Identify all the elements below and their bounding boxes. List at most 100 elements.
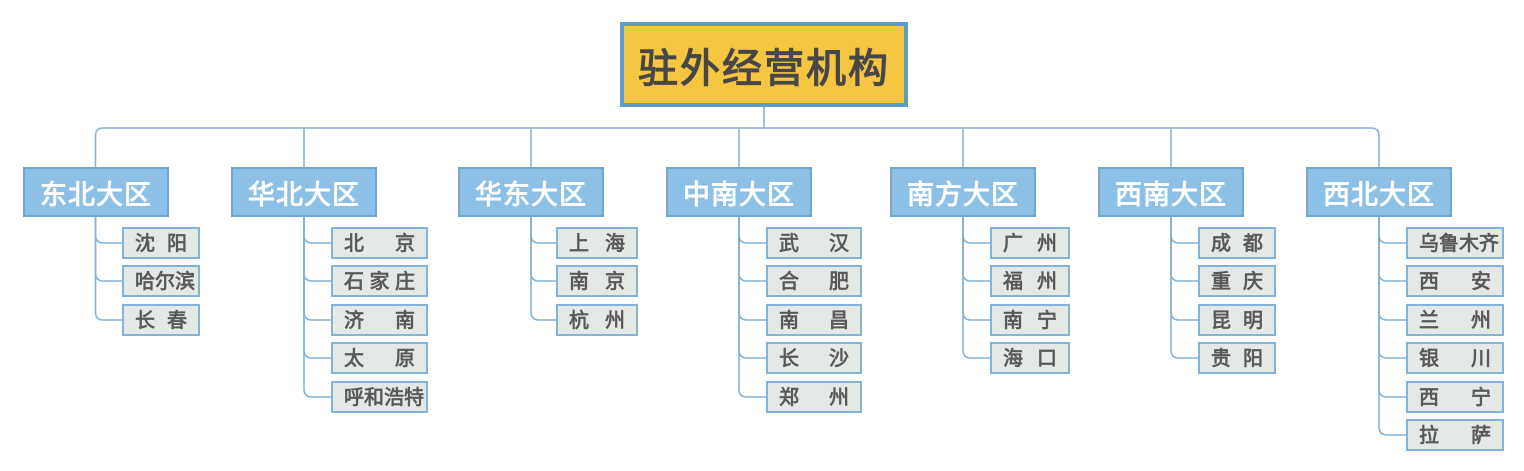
- city-node[interactable]: 合肥: [766, 265, 862, 297]
- city-char: 阳: [1243, 346, 1263, 370]
- city-char: 兰: [1419, 308, 1439, 332]
- city-char: 州: [605, 308, 625, 332]
- city-char: 口: [1037, 346, 1057, 370]
- city-char: 合: [779, 269, 799, 293]
- city-char: 尔: [155, 269, 175, 293]
- city-char: 州: [1471, 308, 1491, 332]
- city-char: 贵: [1211, 346, 1231, 370]
- city-node[interactable]: 海口: [990, 342, 1070, 374]
- city-char: 春: [167, 308, 187, 332]
- city-node[interactable]: 太原: [331, 342, 428, 374]
- connector-line: [738, 217, 766, 321]
- connector-line: [303, 217, 331, 359]
- connector-line: [738, 217, 766, 282]
- connector-line: [1378, 217, 1406, 398]
- connector-line: [303, 217, 331, 398]
- city-char: 北: [344, 231, 364, 255]
- city-node[interactable]: 北京: [331, 227, 428, 259]
- region-node[interactable]: 南方大区: [890, 167, 1036, 217]
- city-node[interactable]: 武汉: [766, 227, 862, 259]
- city-char: 沙: [829, 346, 849, 370]
- connector-line: [962, 217, 990, 359]
- city-char: 浩: [384, 385, 404, 409]
- city-char: 滨: [175, 269, 195, 293]
- city-node[interactable]: 哈尔滨: [122, 265, 200, 297]
- city-node[interactable]: 石家庄: [331, 265, 428, 297]
- city-node[interactable]: 重庆: [1198, 265, 1276, 297]
- connector-line: [1378, 217, 1406, 359]
- region-node[interactable]: 华北大区: [231, 167, 377, 217]
- city-char: 木: [1459, 231, 1479, 255]
- root-node[interactable]: 驻外经营机构: [620, 22, 908, 107]
- city-node[interactable]: 西宁: [1406, 381, 1504, 413]
- city-node[interactable]: 上海: [556, 227, 638, 259]
- city-char: 汉: [829, 231, 849, 255]
- city-char: 南: [1003, 308, 1023, 332]
- city-char: 和: [364, 385, 384, 409]
- city-char: 京: [395, 231, 415, 255]
- city-char: 鲁: [1439, 231, 1459, 255]
- region-node[interactable]: 东北大区: [23, 167, 169, 217]
- city-char: 南: [779, 308, 799, 332]
- city-node[interactable]: 南昌: [766, 304, 862, 336]
- city-node[interactable]: 长春: [122, 304, 200, 336]
- city-char: 杭: [569, 308, 589, 332]
- city-node[interactable]: 呼和浩特: [331, 381, 428, 413]
- region-node[interactable]: 华东大区: [458, 167, 604, 217]
- connector-line: [1378, 217, 1406, 436]
- city-char: 银: [1419, 346, 1439, 370]
- city-node[interactable]: 拉萨: [1406, 419, 1504, 451]
- city-char: 州: [829, 385, 849, 409]
- connector-line: [738, 217, 766, 359]
- region-node[interactable]: 中南大区: [666, 167, 812, 217]
- city-char: 郑: [779, 385, 799, 409]
- city-node[interactable]: 长沙: [766, 342, 862, 374]
- city-node[interactable]: 福州: [990, 265, 1070, 297]
- city-char: 广: [1003, 231, 1023, 255]
- city-node[interactable]: 昆明: [1198, 304, 1276, 336]
- city-node[interactable]: 西安: [1406, 265, 1504, 297]
- city-char: 原: [395, 346, 415, 370]
- city-node[interactable]: 银川: [1406, 342, 1504, 374]
- city-char: 庆: [1243, 269, 1263, 293]
- city-node[interactable]: 南宁: [990, 304, 1070, 336]
- city-char: 昌: [829, 308, 849, 332]
- city-char: 上: [569, 231, 589, 255]
- connector-line: [1170, 217, 1198, 244]
- city-char: 家: [369, 269, 390, 293]
- city-node[interactable]: 郑州: [766, 381, 862, 413]
- connector-line: [962, 217, 990, 244]
- city-char: 州: [1037, 231, 1057, 255]
- connector-line: [303, 217, 331, 282]
- region-node[interactable]: 西北大区: [1306, 167, 1452, 217]
- connector-line: [530, 217, 556, 321]
- connector-line: [738, 217, 766, 244]
- city-node[interactable]: 乌鲁木齐: [1406, 227, 1504, 259]
- city-char: 肥: [829, 269, 849, 293]
- connector-line: [962, 217, 990, 282]
- city-node[interactable]: 贵阳: [1198, 342, 1276, 374]
- region-node[interactable]: 西南大区: [1098, 167, 1244, 217]
- city-char: 南: [395, 308, 415, 332]
- city-node[interactable]: 广州: [990, 227, 1070, 259]
- city-node[interactable]: 济南: [331, 304, 428, 336]
- city-char: 海: [605, 231, 625, 255]
- city-char: 长: [779, 346, 799, 370]
- city-char: 成: [1211, 231, 1231, 255]
- city-char: 济: [344, 308, 364, 332]
- city-node[interactable]: 成都: [1198, 227, 1276, 259]
- city-char: 沈: [135, 231, 155, 255]
- city-char: 京: [605, 269, 625, 293]
- city-char: 阳: [167, 231, 187, 255]
- city-node[interactable]: 杭州: [556, 304, 638, 336]
- city-node[interactable]: 兰州: [1406, 304, 1504, 336]
- connector-line: [94, 217, 122, 321]
- city-char: 武: [779, 231, 799, 255]
- city-char: 宁: [1471, 385, 1491, 409]
- city-char: 呼: [344, 385, 364, 409]
- connector-line: [303, 217, 331, 321]
- city-node[interactable]: 南京: [556, 265, 638, 297]
- city-node[interactable]: 沈阳: [122, 227, 200, 259]
- city-char: 萨: [1471, 423, 1491, 447]
- city-char: 拉: [1419, 423, 1439, 447]
